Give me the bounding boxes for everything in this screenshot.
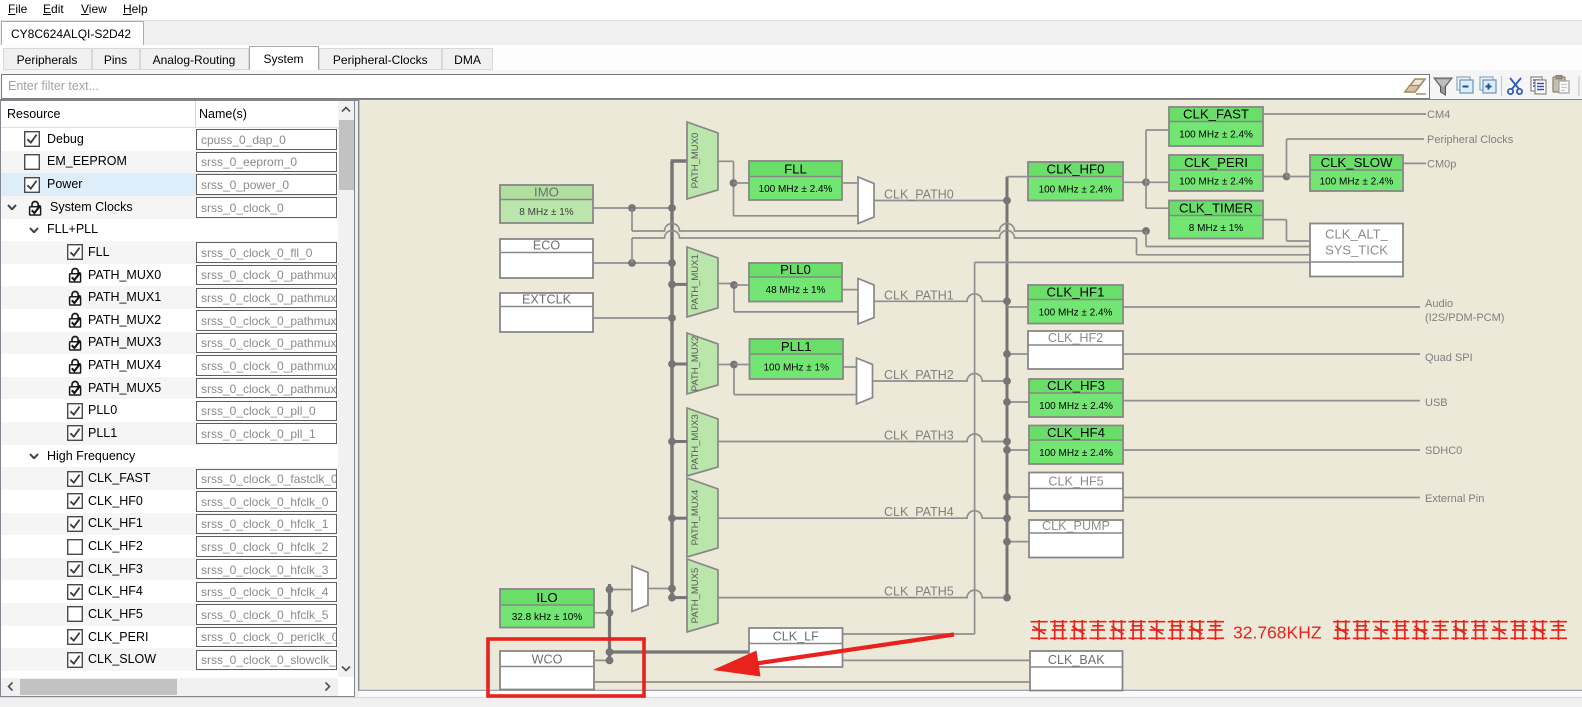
svg-text:8 MHz ± 1%: 8 MHz ± 1% — [519, 207, 573, 218]
svg-text:CLK_PERI: CLK_PERI — [1184, 155, 1248, 170]
svg-text:CLK_PATH2: CLK_PATH2 — [884, 368, 954, 382]
svg-text:CM0p: CM0p — [1427, 159, 1456, 171]
svg-text:WCO: WCO — [532, 653, 563, 667]
svg-text:100 MHz ± 2.4%: 100 MHz ± 2.4% — [1039, 401, 1113, 412]
svg-text:CLK_HF3: CLK_HF3 — [1047, 378, 1105, 393]
svg-text:100 MHz ± 2.4%: 100 MHz ± 2.4% — [1039, 448, 1113, 459]
svg-text:CLK_HF1: CLK_HF1 — [1047, 285, 1105, 300]
svg-text:CLK_PATH4: CLK_PATH4 — [884, 505, 954, 519]
svg-text:PLL1: PLL1 — [781, 339, 812, 354]
svg-text:CLK_HF5: CLK_HF5 — [1048, 475, 1103, 489]
svg-text:Audio: Audio — [1425, 298, 1453, 310]
svg-text:PATH_MUX2: PATH_MUX2 — [690, 336, 701, 392]
svg-text:CLK_TIMER: CLK_TIMER — [1179, 201, 1253, 216]
svg-text:CLK_PATH0: CLK_PATH0 — [884, 188, 954, 202]
svg-text:PATH_MUX3: PATH_MUX3 — [690, 414, 701, 470]
svg-text:IMO: IMO — [534, 185, 559, 200]
svg-text:CLK_LF: CLK_LF — [773, 630, 820, 644]
svg-text:100 MHz ± 2.4%: 100 MHz ± 2.4% — [1179, 130, 1253, 141]
svg-text:(I2S/PDM-PCM): (I2S/PDM-PCM) — [1425, 312, 1504, 324]
svg-text:SDHC0: SDHC0 — [1425, 445, 1462, 457]
svg-text:CLK_ALT_: CLK_ALT_ — [1325, 227, 1388, 242]
svg-text:ECO: ECO — [533, 239, 560, 253]
svg-text:CLK_HF2: CLK_HF2 — [1048, 331, 1103, 345]
svg-text:Peripheral Clocks: Peripheral Clocks — [1427, 134, 1514, 146]
svg-text:CLK_PUMP: CLK_PUMP — [1042, 519, 1110, 533]
svg-text:100 MHz ± 2.4%: 100 MHz ± 2.4% — [1320, 176, 1394, 187]
svg-text:100 MHz ± 2.4%: 100 MHz ± 2.4% — [1039, 184, 1113, 195]
svg-text:100 MHz ± 2.4%: 100 MHz ± 2.4% — [759, 184, 833, 195]
svg-text:CLK_SLOW: CLK_SLOW — [1321, 155, 1393, 170]
svg-text:CLK_HF4: CLK_HF4 — [1047, 425, 1105, 440]
svg-text:USB: USB — [1425, 397, 1448, 409]
svg-text:PATH_MUX4: PATH_MUX4 — [690, 490, 701, 546]
svg-text:FLL: FLL — [784, 162, 807, 177]
svg-text:PATH_MUX1: PATH_MUX1 — [690, 254, 701, 310]
svg-text:External Pin: External Pin — [1425, 493, 1484, 505]
svg-text:PATH_MUX5: PATH_MUX5 — [690, 568, 701, 624]
svg-text:PATH_MUX0: PATH_MUX0 — [690, 133, 701, 189]
svg-text:CLK_FAST: CLK_FAST — [1183, 107, 1249, 122]
svg-text:8 MHz ± 1%: 8 MHz ± 1% — [1189, 223, 1243, 234]
svg-text:ILO: ILO — [536, 590, 557, 605]
svg-text:EXTCLK: EXTCLK — [522, 293, 572, 307]
svg-text:CLK_HF0: CLK_HF0 — [1047, 162, 1105, 177]
svg-text:32.8 kHz ± 10%: 32.8 kHz ± 10% — [512, 612, 583, 623]
svg-text:CLK_PATH1: CLK_PATH1 — [884, 288, 954, 302]
svg-text:CLK_PATH5: CLK_PATH5 — [884, 585, 954, 599]
svg-text:100 MHz ± 2.4%: 100 MHz ± 2.4% — [1039, 307, 1113, 318]
svg-text:100 MHz ± 2.4%: 100 MHz ± 2.4% — [1179, 176, 1253, 187]
svg-text:32.768KHZ: 32.768KHZ — [1233, 623, 1322, 643]
svg-text:PLL0: PLL0 — [780, 262, 811, 277]
svg-text:48 MHz ± 1%: 48 MHz ± 1% — [766, 285, 826, 296]
svg-text:CM4: CM4 — [1427, 109, 1450, 121]
svg-text:CLK_PATH3: CLK_PATH3 — [884, 429, 954, 443]
svg-text:100 MHz ± 1%: 100 MHz ± 1% — [763, 362, 829, 373]
svg-text:CLK_BAK: CLK_BAK — [1048, 653, 1105, 667]
svg-text:Quad SPI: Quad SPI — [1425, 352, 1473, 364]
svg-text:SYS_TICK: SYS_TICK — [1325, 243, 1388, 258]
